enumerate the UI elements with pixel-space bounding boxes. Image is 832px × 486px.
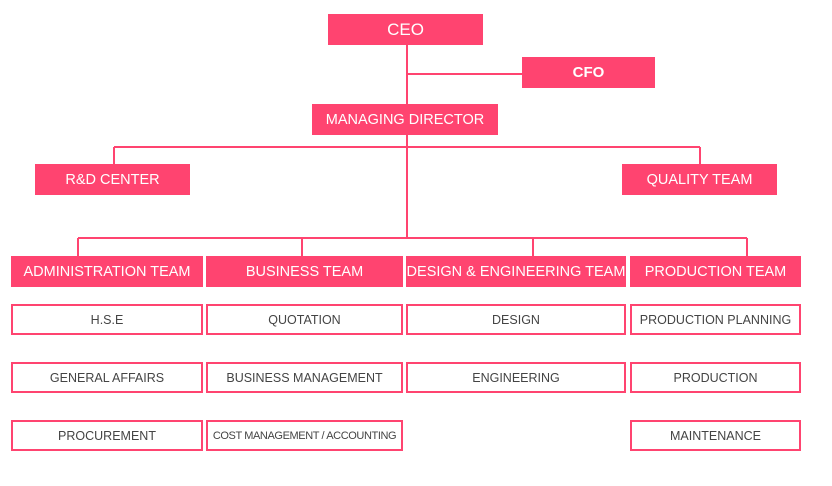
team-header-production: PRODUCTION TEAM: [630, 256, 801, 287]
unit-label: COST MANAGEMENT / ACCOUNTING: [212, 429, 397, 442]
team-header-label: PRODUCTION TEAM: [644, 263, 787, 280]
unit-hse: H.S.E: [11, 304, 203, 335]
team-header-administration: ADMINISTRATION TEAM: [11, 256, 203, 287]
unit-label: QUOTATION: [268, 312, 341, 327]
unit-label: GENERAL AFFAIRS: [49, 370, 165, 385]
unit-general-affairs: GENERAL AFFAIRS: [11, 362, 203, 393]
unit-label: PRODUCTION: [673, 370, 758, 385]
quality-team-label: QUALITY TEAM: [646, 171, 753, 188]
unit-business-management: BUSINESS MANAGEMENT: [206, 362, 403, 393]
unit-label: H.S.E: [90, 312, 124, 327]
unit-production: PRODUCTION: [630, 362, 801, 393]
unit-label: PRODUCTION PLANNING: [639, 312, 792, 327]
cfo-label: CFO: [572, 64, 605, 81]
cfo-box: CFO: [522, 57, 655, 88]
team-header-design-engineering: DESIGN & ENGINEERING TEAM: [406, 256, 626, 287]
unit-label: MAINTENANCE: [670, 428, 761, 443]
quality-team-box: QUALITY TEAM: [622, 164, 777, 195]
managing-director-label: MANAGING DIRECTOR: [325, 111, 485, 128]
unit-label: BUSINESS MANAGEMENT: [226, 370, 383, 385]
unit-quotation: QUOTATION: [206, 304, 403, 335]
unit-design: DESIGN: [406, 304, 626, 335]
team-header-label: DESIGN & ENGINEERING TEAM: [406, 263, 626, 280]
unit-label: DESIGN: [492, 312, 540, 327]
rd-center-label: R&D CENTER: [65, 171, 160, 188]
unit-procurement: PROCUREMENT: [11, 420, 203, 451]
unit-production-planning: PRODUCTION PLANNING: [630, 304, 801, 335]
team-header-label: BUSINESS TEAM: [245, 263, 364, 280]
unit-maintenance: MAINTENANCE: [630, 420, 801, 451]
unit-label: PROCUREMENT: [58, 428, 156, 443]
unit-cost-management-accounting: COST MANAGEMENT / ACCOUNTING: [206, 420, 403, 451]
team-header-label: ADMINISTRATION TEAM: [23, 263, 191, 280]
ceo-box: CEO: [328, 14, 483, 45]
managing-director-box: MANAGING DIRECTOR: [312, 104, 498, 135]
unit-engineering: ENGINEERING: [406, 362, 626, 393]
team-header-business: BUSINESS TEAM: [206, 256, 403, 287]
unit-label: ENGINEERING: [472, 370, 560, 385]
ceo-label: CEO: [387, 19, 424, 39]
rd-center-box: R&D CENTER: [35, 164, 190, 195]
